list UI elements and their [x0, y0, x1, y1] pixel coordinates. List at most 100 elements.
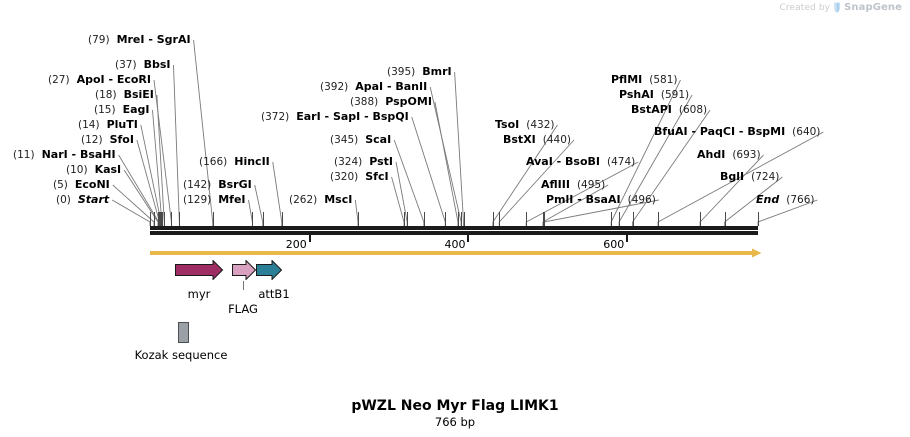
enzyme-name: BmrI [422, 65, 452, 78]
enzyme-name: KasI [94, 163, 122, 176]
enzyme-label-bstapi: BstAPI (608) [631, 103, 708, 117]
enzyme-label-pflmi: PflMI (581) [611, 74, 678, 87]
cut-site-tick [758, 212, 759, 226]
cut-site-tick [724, 212, 726, 226]
enzyme-label-pluti: (14) PluTI [78, 118, 138, 132]
leader-line [393, 139, 425, 226]
enzyme-name: EagI [122, 103, 150, 116]
watermark-prefix: Created by [779, 2, 831, 13]
enzyme-name-separator: - [735, 125, 748, 138]
cut-site-tick [262, 212, 264, 226]
ruler-tick [308, 235, 311, 242]
cut-site-tick [179, 212, 181, 226]
enzyme-position: (79) [88, 34, 110, 46]
leader-line [454, 71, 464, 226]
cut-site-tick [212, 212, 214, 226]
enzyme-name: PshAI [619, 88, 654, 101]
leader-line [136, 139, 160, 226]
enzyme-label-bbsi: (37) BbsI [115, 59, 170, 72]
cut-site-tick [403, 212, 405, 226]
feature-arrow-flag[interactable] [232, 260, 256, 280]
enzyme-label-mrei-sgrai: (79) MreI - SgrAI [88, 33, 191, 47]
enzyme-label-pmli-bsaai: PmlI - BsaAI (496) [546, 194, 656, 207]
enzyme-label-start: (0) Start [56, 193, 110, 207]
feature-label-flag: FLAG [228, 302, 258, 316]
page-title: pWZL Neo Myr Flag LIMK1 [351, 398, 559, 414]
enzyme-position: (18) [95, 89, 117, 101]
enzyme-label-psti: (324) PstI [334, 156, 393, 169]
cut-site-tick [463, 212, 465, 226]
enzyme-name: TsoI [495, 118, 520, 131]
enzyme-position: (766) [786, 194, 815, 206]
snapgene-watermark: Created by SnapGene [780, 2, 902, 13]
enzyme-label-bstxi: BstXI (440) [503, 133, 571, 147]
enzyme-name: PluTI [106, 118, 138, 131]
ruler-tick-label: 600 [603, 238, 625, 251]
enzyme-name: BsaHI [79, 148, 116, 161]
backbone-arrow [150, 248, 762, 258]
enzyme-position: (166) [199, 156, 228, 168]
cut-site-tick [161, 212, 163, 226]
enzyme-name: BstXI [503, 133, 536, 146]
enzyme-name: SapI [332, 110, 361, 123]
enzyme-position: (324) [334, 156, 363, 168]
feature-shape [175, 260, 223, 280]
cut-site-tick [158, 212, 160, 226]
cut-site-tick [619, 212, 621, 226]
enzyme-position: (581) [649, 74, 678, 86]
enzyme-name: AhdI [697, 148, 726, 161]
enzyme-position: (12) [81, 134, 103, 146]
ruler-tick [467, 235, 470, 242]
enzyme-name: BsoBI [565, 155, 601, 168]
enzyme-name: ApaI [355, 80, 384, 93]
enzyme-name: BsrGI [218, 178, 252, 191]
cut-site-tick [657, 212, 659, 226]
enzyme-position: (608) [678, 104, 708, 116]
enzyme-name-separator: - [687, 125, 700, 138]
cut-site-tick [171, 212, 173, 226]
enzyme-label-hincii: (166) HincII [199, 156, 270, 169]
leader-line [153, 79, 172, 226]
cut-site-tick [457, 212, 459, 226]
enzyme-name: Start [77, 193, 110, 206]
leader-line [156, 94, 165, 226]
enzyme-name-separator: - [360, 110, 373, 123]
enzyme-label-ahdi: AhdI (693) [697, 148, 761, 162]
enzyme-position: (37) [115, 59, 137, 71]
leader-line [118, 154, 160, 226]
leader-line [123, 169, 159, 226]
enzyme-label-mfei: (129) MfeI [183, 193, 246, 207]
cut-site-tick [632, 212, 634, 226]
cut-site-tick [252, 212, 254, 226]
leader-line [272, 161, 283, 226]
feature-arrow-myr[interactable] [175, 260, 223, 280]
cut-site-tick [700, 212, 702, 226]
enzyme-position: (724) [751, 171, 780, 183]
ruler-tick-label: 200 [285, 238, 307, 251]
kozak-box[interactable] [178, 322, 189, 343]
enzyme-name: ScaI [365, 133, 392, 146]
enzyme-name-separator: - [552, 155, 566, 168]
enzyme-position: (15) [94, 104, 116, 116]
enzyme-position: (432) [526, 119, 555, 131]
cut-site-tick [161, 212, 163, 226]
feature-arrow-attb1[interactable] [256, 260, 282, 280]
enzyme-name: ApoI [76, 73, 105, 86]
enzyme-label-tsoi: TsoI (432) [495, 118, 555, 132]
enzyme-name: BstAPI [631, 103, 672, 116]
enzyme-position: (640) [792, 126, 821, 138]
feature-connector-line [243, 281, 244, 290]
cut-site-tick [164, 212, 166, 226]
feature-label-myr: myr [187, 287, 211, 301]
enzyme-name: EcoRI [116, 73, 151, 86]
enzyme-name: BfuAI [654, 125, 688, 138]
enzyme-name: SgrAI [156, 33, 191, 46]
enzyme-label-scai: (345) ScaI [330, 133, 392, 147]
enzyme-name: BspQI [372, 110, 409, 123]
enzyme-name: AflIII [541, 178, 570, 191]
leader-line [391, 176, 405, 226]
enzyme-name: NarI [41, 148, 68, 161]
page-subtitle: 766 bp [434, 415, 476, 429]
enzyme-name: MfeI [218, 193, 246, 206]
